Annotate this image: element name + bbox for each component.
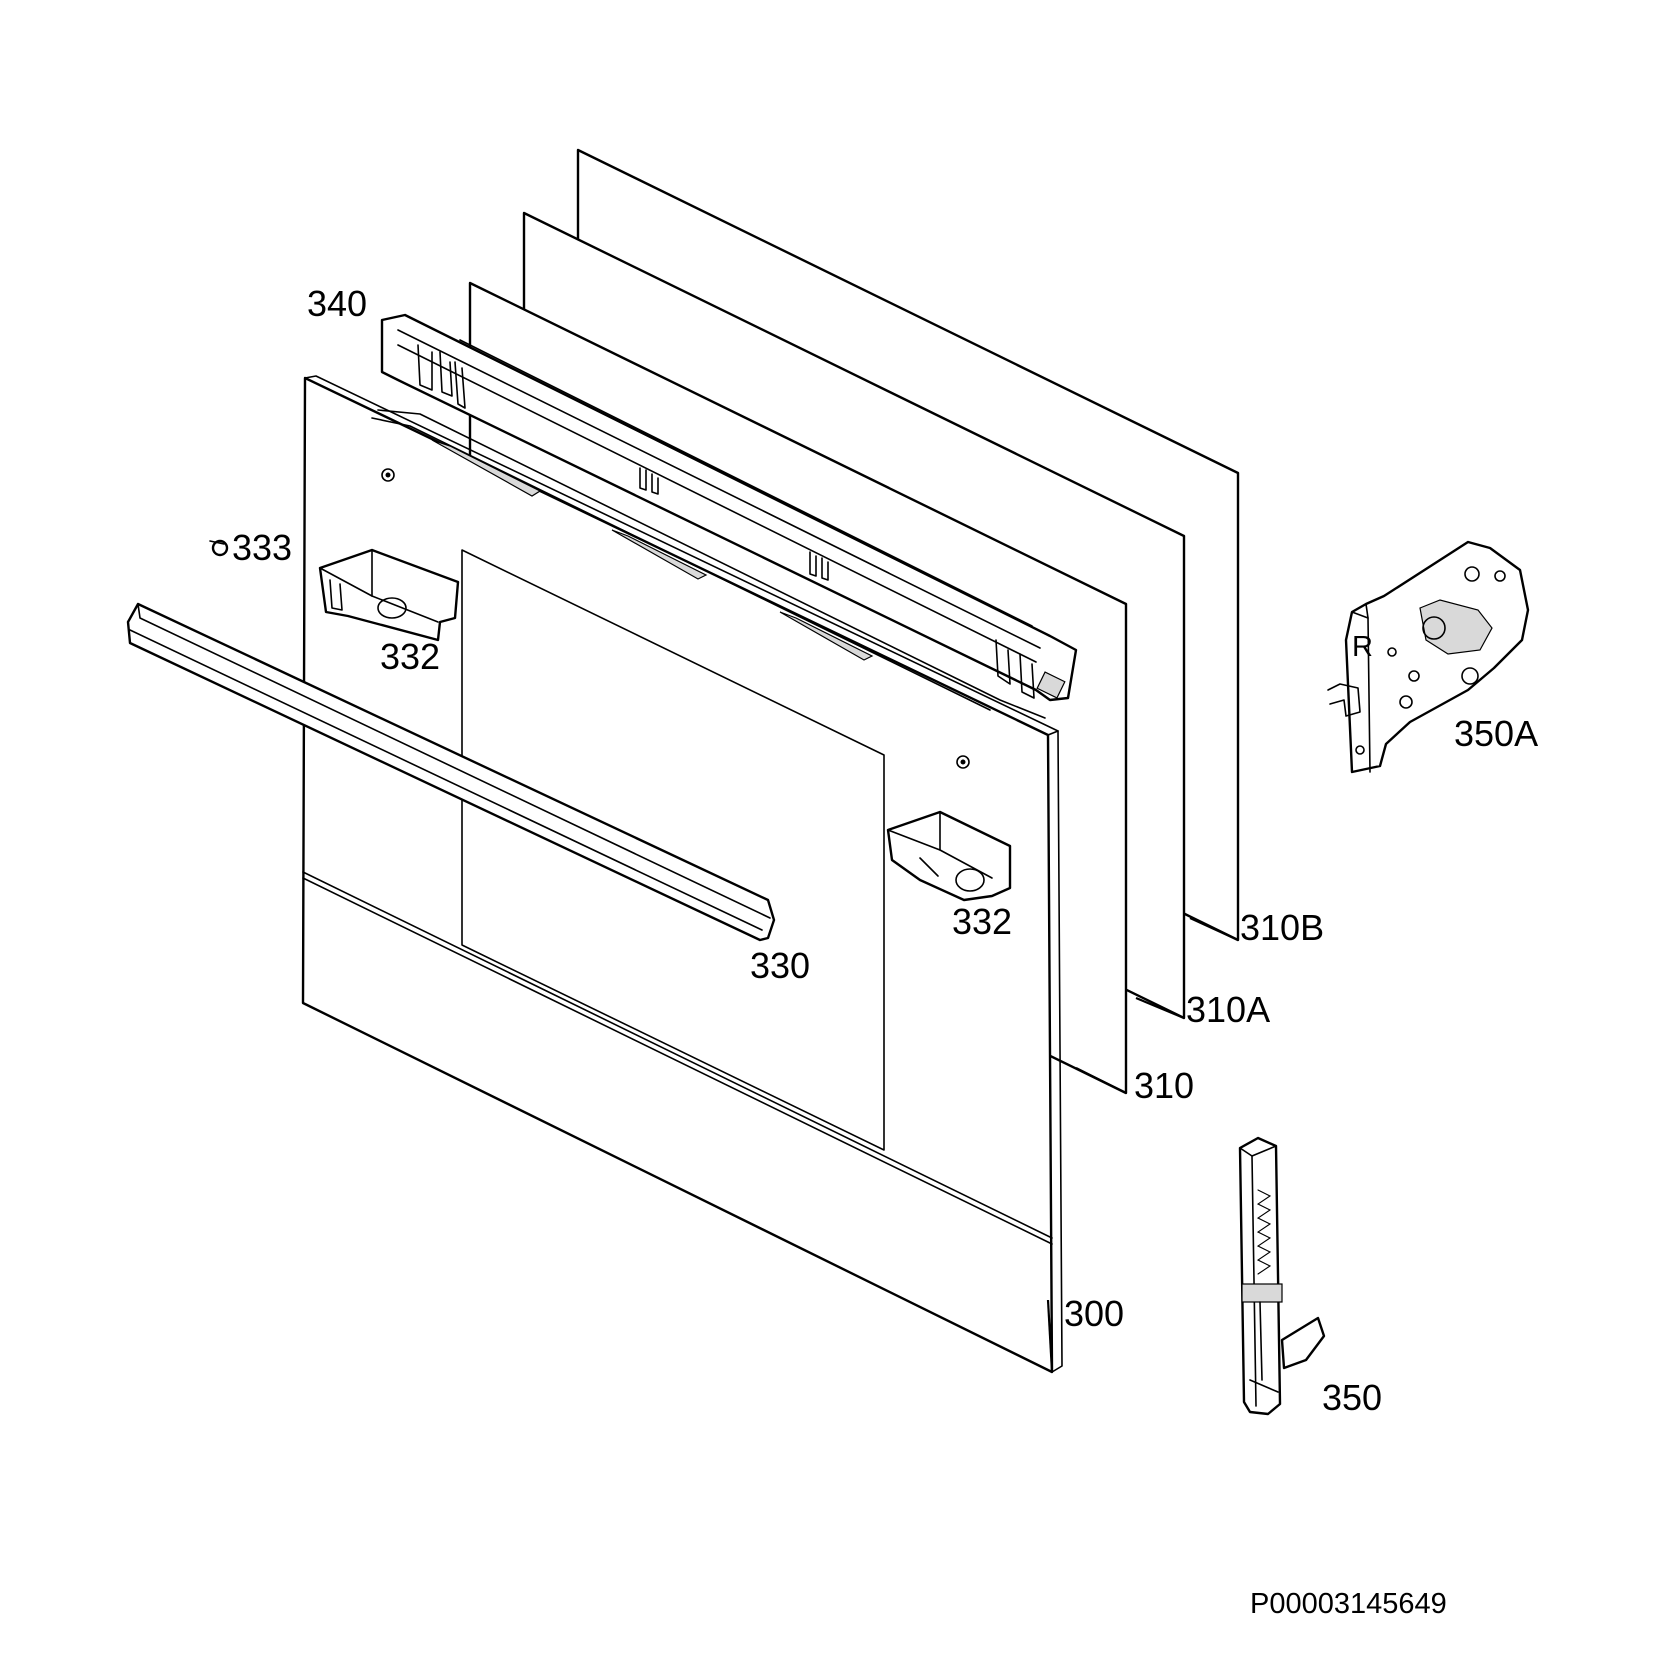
label-330: 330	[750, 945, 810, 986]
label-350a: 350A	[1454, 713, 1538, 754]
hinge-350a: R	[1327, 540, 1530, 774]
hinge-350	[1238, 1136, 1326, 1416]
label-350: 350	[1322, 1377, 1382, 1418]
handle-bracket-332-right	[886, 810, 1012, 902]
leader-lines-glass	[1075, 917, 1239, 1094]
screw-333	[209, 539, 229, 557]
handle-330	[126, 602, 776, 942]
label-310b: 310B	[1240, 907, 1324, 948]
handle-bracket-332-left	[318, 548, 460, 642]
leader-300	[1046, 1299, 1054, 1373]
label-310a: 310A	[1186, 989, 1270, 1030]
label-340: 340	[307, 283, 367, 324]
label-332-left: 332	[380, 636, 440, 677]
label-332-right: 332	[952, 901, 1012, 942]
hinge-350a-mark: R	[1352, 631, 1373, 663]
drawing-code: P00003145649	[1250, 1588, 1447, 1620]
label-300: 300	[1064, 1293, 1124, 1334]
part-labels: 340 333 332 332 330 300 310 310A 310B 35…	[232, 283, 1538, 1418]
label-333: 333	[232, 527, 292, 568]
label-310: 310	[1134, 1065, 1194, 1106]
top-trim-340	[380, 313, 1078, 702]
